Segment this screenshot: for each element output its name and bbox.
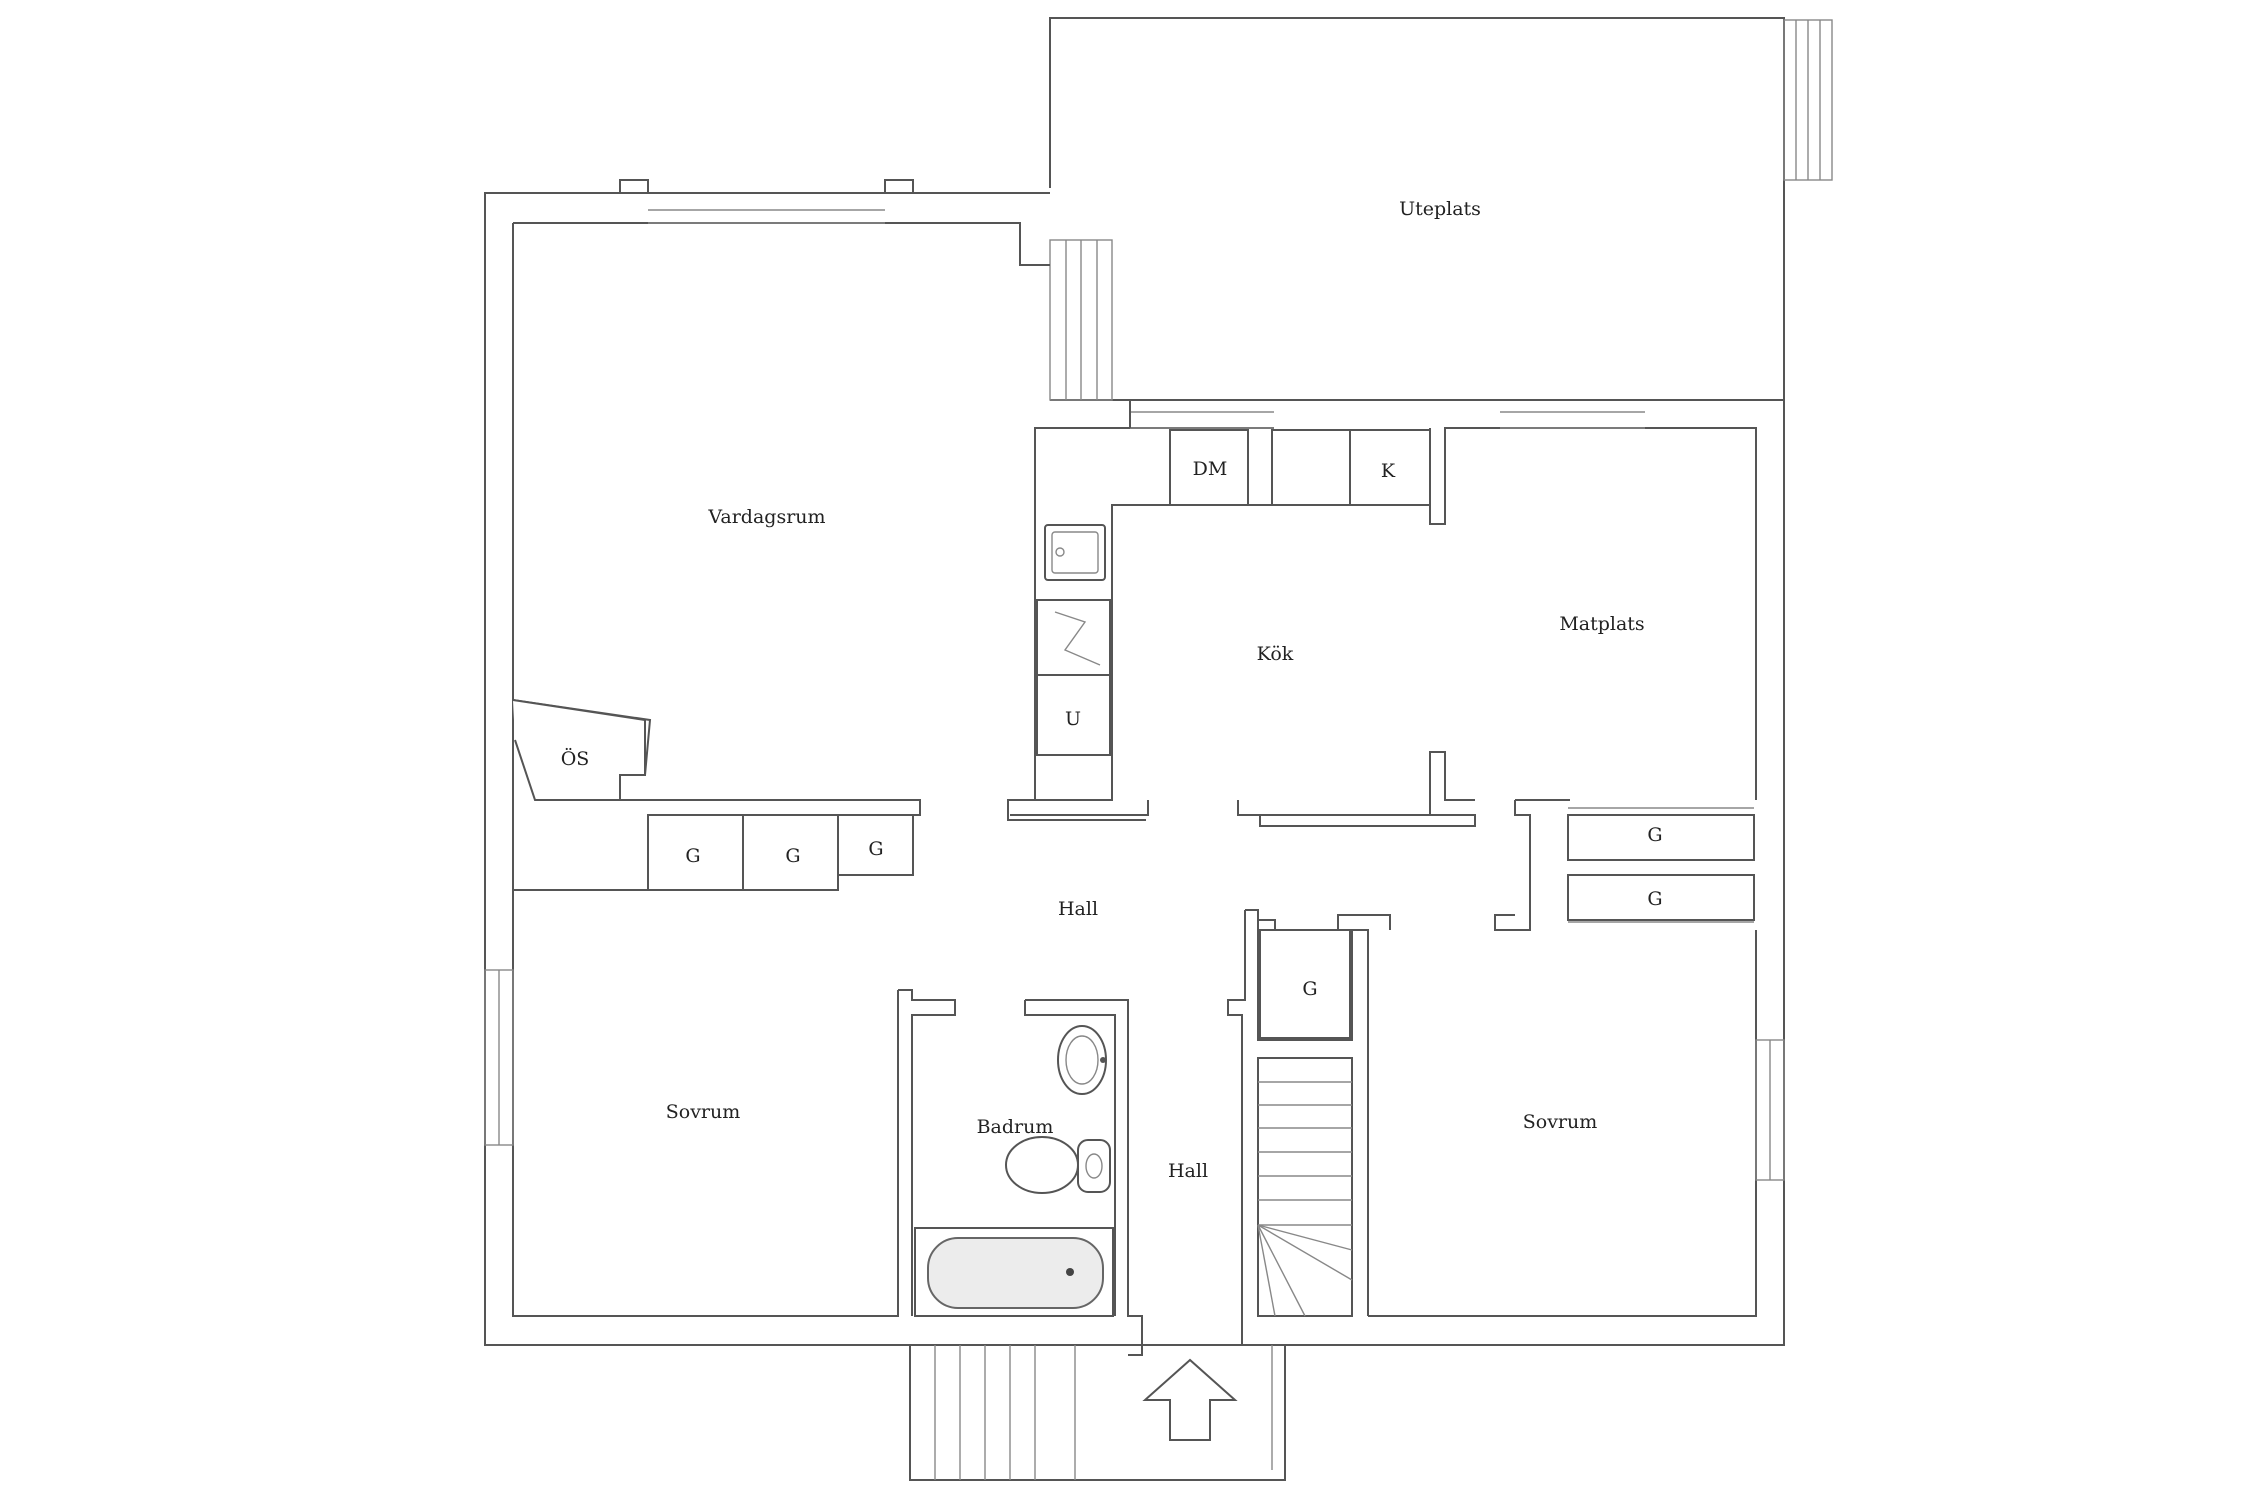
label-g-right-1: G bbox=[1647, 824, 1662, 846]
label-g-right-2: G bbox=[1647, 888, 1662, 910]
toilet-icon bbox=[1005, 1136, 1111, 1194]
label-g-hall-1: G bbox=[685, 845, 700, 867]
stairs bbox=[1257, 1057, 1353, 1317]
fireplace bbox=[512, 699, 646, 801]
label-g-hall-3: G bbox=[868, 838, 883, 860]
sink-icon bbox=[1044, 524, 1106, 581]
entrance-arrow-icon bbox=[1142, 1358, 1238, 1441]
label-kok: Kök bbox=[1257, 643, 1294, 665]
label-os: ÖS bbox=[561, 747, 590, 770]
washbasin-icon bbox=[1057, 1025, 1107, 1095]
stove-icon bbox=[1054, 611, 1101, 666]
label-uteplats: Uteplats bbox=[1399, 198, 1481, 220]
wardrobes-right bbox=[1567, 807, 1755, 923]
label-hall-upper: Hall bbox=[1058, 898, 1098, 920]
label-dm: DM bbox=[1193, 458, 1228, 480]
label-vardagsrum: Vardagsrum bbox=[707, 506, 825, 528]
wardrobe-center bbox=[1259, 929, 1351, 1039]
label-sovrum-right: Sovrum bbox=[1523, 1111, 1598, 1133]
label-g-center: G bbox=[1302, 978, 1317, 1000]
kitchen-counter bbox=[1034, 428, 1431, 801]
entrance-steps bbox=[909, 1345, 1286, 1481]
label-g-hall-2: G bbox=[785, 845, 800, 867]
label-u: U bbox=[1065, 708, 1081, 730]
label-badrum: Badrum bbox=[977, 1116, 1054, 1138]
wardrobes-hall bbox=[647, 814, 914, 891]
exterior-walls bbox=[484, 179, 1785, 1346]
label-matplats: Matplats bbox=[1559, 613, 1644, 635]
label-sovrum-left: Sovrum bbox=[666, 1101, 741, 1123]
terrace-steps bbox=[1049, 239, 1113, 401]
bathtub-icon bbox=[914, 1227, 1114, 1317]
label-hall-lower: Hall bbox=[1168, 1160, 1208, 1182]
label-k: K bbox=[1381, 460, 1396, 482]
terrace bbox=[1049, 17, 1833, 401]
